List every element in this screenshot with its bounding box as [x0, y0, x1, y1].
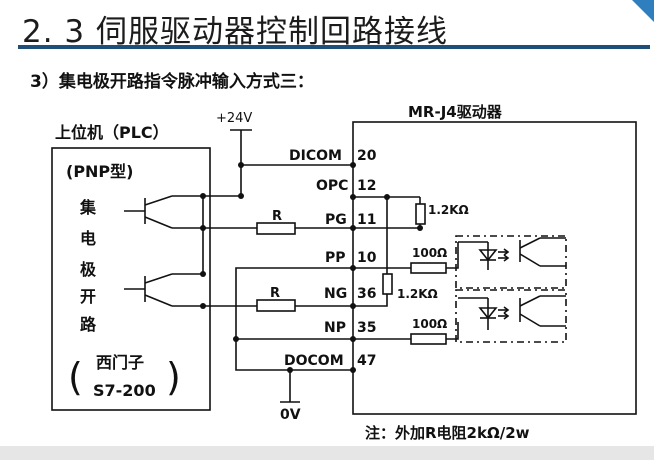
plc-label: 上位机（PLC） [55, 123, 169, 142]
resistor-1k2-a [415, 203, 426, 225]
pin-num-20: 20 [357, 148, 377, 164]
resistor-100-b [410, 333, 447, 345]
plc-vertical-5: 路 [80, 315, 97, 334]
pin-name-docom: DOCOM [284, 353, 344, 369]
bottom-strip [0, 446, 654, 460]
resistor-1k2-b-label: 1.2KΩ [397, 287, 438, 301]
ng-internal [353, 294, 388, 307]
wire-docom [235, 339, 353, 371]
pin-name-np: NP [324, 320, 346, 336]
resistor-1k2-b [382, 273, 393, 295]
plc-model-brand: 西门子 [96, 353, 144, 372]
resistor-100-a-label: 100Ω [412, 246, 447, 260]
title-rule [18, 45, 650, 49]
plc-vertical-4: 开 [80, 287, 96, 306]
driver-label: MR-J4驱动器 [408, 103, 503, 121]
transistor-upper [124, 195, 203, 229]
model-paren-left: ( [68, 355, 83, 399]
footnote: 注：外加R电阻2kΩ/2w [365, 424, 530, 442]
plc-box [51, 147, 211, 411]
title-bar: 2. 3 伺服驱动器控制回路接线 [0, 0, 654, 50]
resistor-100-a [410, 262, 447, 274]
optocoupler-lower [455, 289, 567, 343]
pin-name-opc: OPC [316, 178, 348, 194]
plc-type: (PNP型) [66, 162, 133, 181]
pin-num-47: 47 [357, 353, 376, 369]
wire-pp-np-loop [235, 267, 353, 340]
transistor-lower [124, 273, 203, 307]
pin-num-36: 36 [357, 286, 376, 302]
resistor-100-b-label: 100Ω [412, 317, 447, 331]
pin-name-dicom: DICOM [289, 148, 342, 164]
pin-num-11: 11 [357, 212, 376, 228]
plc-model-number: S7-200 [93, 381, 156, 400]
ground-label: 0V [280, 407, 301, 423]
pin-num-12: 12 [357, 178, 376, 194]
junction-dots [200, 162, 423, 373]
plc-vertical-3: 极 [80, 260, 97, 279]
subtitle: 3）集电极开路指令脉冲输入方式三： [30, 71, 314, 92]
pin-name-pp: PP [325, 250, 346, 266]
model-paren-right: ) [166, 355, 181, 399]
resistor-r2-label: R [270, 286, 280, 301]
resistor-r1 [256, 222, 296, 235]
slide-title: 2. 3 伺服驱动器控制回路接线 [22, 14, 449, 50]
pin-num-10: 10 [357, 250, 377, 266]
resistor-1k2-a-label: 1.2KΩ [428, 203, 469, 217]
pin-name-pg: PG [325, 212, 347, 228]
resistor-r1-label: R [272, 209, 282, 224]
optocoupler-upper [455, 235, 567, 289]
pp-internal-right [446, 242, 459, 269]
np-internal-right [446, 322, 459, 340]
plc-vertical-1: 集 [79, 198, 97, 217]
supply-label: +24V [216, 111, 252, 126]
plc-vertical-2: 电 [80, 229, 96, 248]
pin-name-ng: NG [324, 286, 347, 302]
pin-num-35: 35 [357, 320, 376, 336]
resistor-r2 [256, 299, 296, 312]
corner-accent [632, 0, 654, 22]
